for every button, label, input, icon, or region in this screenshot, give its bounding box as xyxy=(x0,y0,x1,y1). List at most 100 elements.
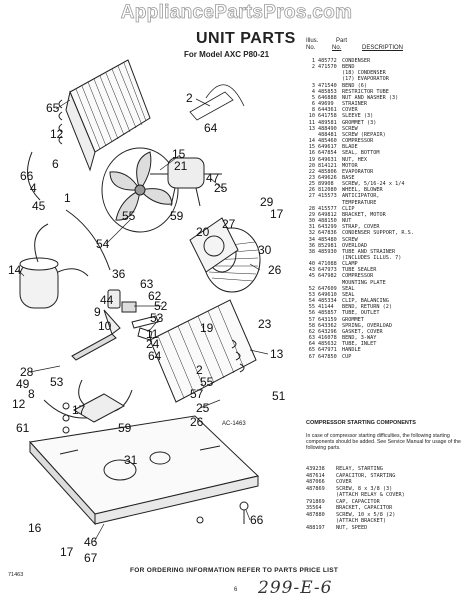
illus-number: 58 xyxy=(308,322,315,329)
callout-label: 55 xyxy=(200,375,214,389)
callout-label: 64 xyxy=(204,121,218,135)
part-number: 485857 xyxy=(318,310,337,317)
illus-number: 54 xyxy=(308,298,315,305)
part-description: CLAMP xyxy=(342,261,358,268)
callout-label: 55 xyxy=(122,209,136,223)
part-description: NUT, SPEED xyxy=(336,524,368,531)
callout-label: 53 xyxy=(50,375,64,389)
part-number: 415573 xyxy=(318,193,337,200)
part-number: 649610 xyxy=(318,291,337,298)
parts-row: (INCLUDES ILLUS. 7) xyxy=(306,255,471,261)
callout-label: 26 xyxy=(190,415,204,429)
fan-blade xyxy=(101,147,179,233)
base-pan xyxy=(29,415,260,526)
part-number: 41144 xyxy=(318,304,334,311)
part-number: 643296 xyxy=(318,328,337,335)
callout-label: 31 xyxy=(124,453,138,467)
part-number: 488197 xyxy=(306,524,325,531)
illus-number: 55 xyxy=(308,304,315,311)
callout-label: 24 xyxy=(146,337,160,351)
callout-label: 17 xyxy=(60,545,74,559)
part-description: NUT, HEX xyxy=(342,156,367,163)
exploded-parts-diagram: 65 2 64 12 6 66 4 1 15 21 47 25 45 55 54… xyxy=(8,59,286,565)
part-number: 488481 xyxy=(318,131,337,138)
callout-label: 2 xyxy=(196,363,203,377)
callout-label: 47 xyxy=(206,171,220,185)
part-number: 487066 xyxy=(306,479,325,485)
compressor xyxy=(19,257,89,309)
callout-label: 12 xyxy=(50,127,64,141)
part-number: 49699 xyxy=(318,101,334,108)
part-number: 647982 xyxy=(318,273,337,280)
part-description: BEND, RETURN (2) xyxy=(342,304,392,311)
part-description: CAPACITOR, STARTING xyxy=(336,472,396,479)
illus-number: 1 xyxy=(311,58,315,64)
illus-no-header: No. xyxy=(306,45,316,51)
illus-number: 3 xyxy=(311,82,315,89)
part-description: TUBE SEALER xyxy=(342,267,377,274)
illus-number: 5 xyxy=(311,94,315,101)
starting-components-heading: COMPRESSOR STARTING COMPONENTS xyxy=(306,420,416,426)
part-description: TEMPERATURE xyxy=(342,199,377,206)
illus-number: 36 xyxy=(308,242,315,249)
part-description: ANTICIPATOR, xyxy=(342,193,380,200)
part-number: 641758 xyxy=(318,113,337,120)
part-description: BRACKET, CAPACITOR xyxy=(336,505,393,511)
callout-label: 9 xyxy=(94,305,101,319)
part-number: 646888 xyxy=(318,94,337,101)
callout-label: 64 xyxy=(148,349,162,363)
callout-label: 46 xyxy=(84,535,98,549)
part-description: BEND, 3-WAY xyxy=(342,335,377,342)
callout-label: 54 xyxy=(96,237,110,251)
part-number: 643159 xyxy=(318,316,337,323)
part-description: GROMMET xyxy=(342,316,364,323)
starting-component-row: 487066 COVER xyxy=(306,479,471,486)
illus-number: 25 xyxy=(308,181,315,188)
part-description: SCREW, 10 x 5/8 (2) xyxy=(336,511,396,518)
part-description: COMPRESSOR xyxy=(342,138,374,145)
starting-component-row: (ATTACH BRACKET) xyxy=(306,518,471,525)
part-description: SEAL xyxy=(342,285,355,292)
part-number: 647973 xyxy=(318,267,337,274)
part-no-header: No. xyxy=(332,45,342,51)
illus-number: 22 xyxy=(308,168,315,175)
part-description: WHEEL, BLOWER xyxy=(342,187,383,194)
illus-number: 40 xyxy=(308,261,315,268)
illus-number: 29 xyxy=(308,211,315,218)
part-description: OVERLOAD xyxy=(342,242,367,249)
part-description: COVER xyxy=(336,479,352,485)
part-description: TUBE AND STRAINER xyxy=(342,248,396,255)
illus-number: 53 xyxy=(308,291,315,298)
callout-label: 30 xyxy=(258,243,272,257)
part-description: MOTOR xyxy=(342,162,358,169)
part-number: 649812 xyxy=(318,211,337,218)
callout-label: 6 xyxy=(52,157,59,171)
part-number: 649631 xyxy=(318,156,337,163)
part-number: 644361 xyxy=(318,107,337,114)
part-description: SCREW (REPAIR) xyxy=(342,131,386,138)
callout-label: 2 xyxy=(186,91,193,105)
part-description: SCREW xyxy=(342,125,358,132)
part-description: MOUNTING PLATE xyxy=(342,279,386,286)
illus-number: 31 xyxy=(308,224,315,231)
illus-number: 32 xyxy=(308,230,315,237)
part-description: (ATTACH BRACKET) xyxy=(336,518,386,524)
